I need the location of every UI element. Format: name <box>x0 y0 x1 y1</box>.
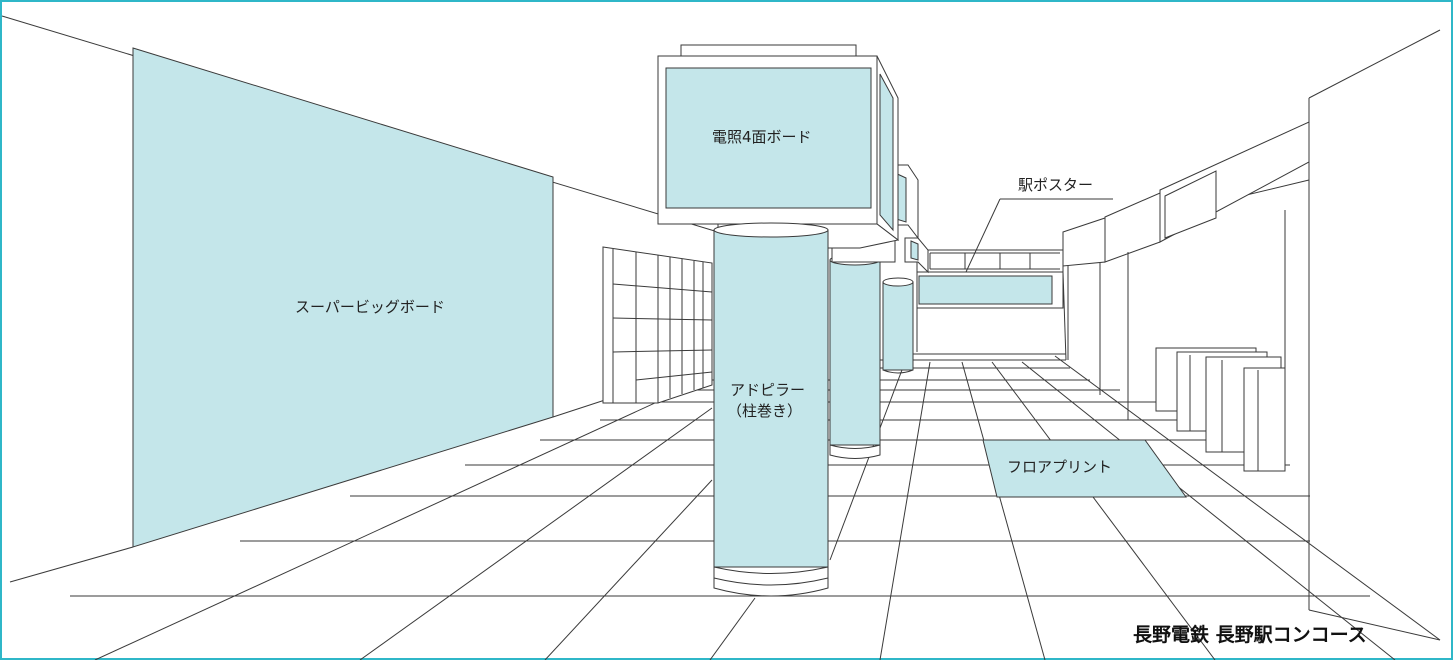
label-floor-print: フロアプリント <box>1007 458 1112 476</box>
ad-pillar <box>713 222 829 597</box>
label-station-poster: 駅ポスター <box>1018 176 1093 194</box>
label-illuminated-4face-board: 電照4面ボード <box>712 128 812 146</box>
ticket-gates <box>1155 347 1286 472</box>
location-caption: 長野電鉄 長野駅コンコース <box>1133 623 1367 646</box>
label-ad-pillar-line1: アドピラー <box>730 381 805 399</box>
back-wall <box>916 249 1067 361</box>
station-poster-leader <box>965 198 1001 273</box>
locker-bank <box>602 246 713 404</box>
right-wall <box>1062 29 1441 641</box>
far-pillar-1 <box>829 254 881 459</box>
label-ad-pillar-line2: （柱巻き） <box>727 402 802 420</box>
illuminated-4face-board <box>665 67 872 209</box>
left-wall <box>1 15 719 583</box>
illuminated-4face-board-unit <box>657 44 900 249</box>
floor-print-area <box>982 439 1187 498</box>
far-pillar-2 <box>882 277 914 374</box>
station-poster-panel <box>918 275 1053 305</box>
label-super-big-board: スーパービッグボード <box>295 298 445 316</box>
